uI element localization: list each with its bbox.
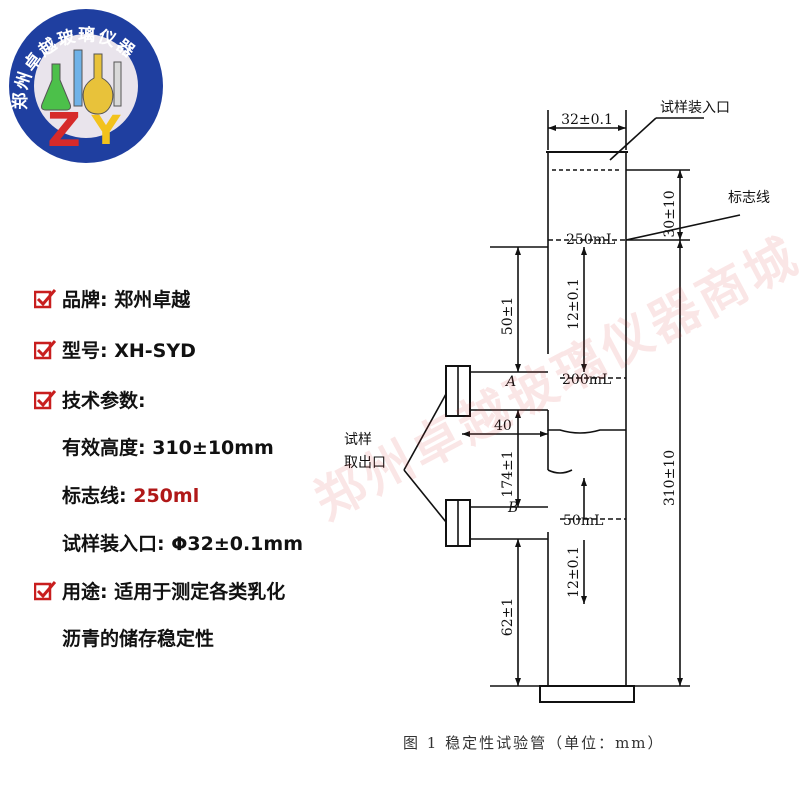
tube-outline	[547, 152, 627, 686]
label-volume-200: 200mL	[562, 372, 611, 388]
port-a	[470, 371, 626, 434]
spec-mark-line-label: 标志线:	[62, 485, 127, 507]
spec-usage-continued: 沥青的储存稳定性	[62, 628, 215, 650]
spec-inlet: 试样装入口: Φ32±0.1mm	[62, 532, 303, 556]
dim-total-height: 310±10	[662, 450, 678, 506]
spec-tech-title: 技术参数:	[62, 390, 146, 412]
spec-inlet-value: Φ32±0.1mm	[171, 533, 304, 555]
logo-z-letter: Z	[47, 103, 80, 157]
label-port-b: B	[507, 500, 518, 516]
spec-brand-label: 品牌:	[62, 289, 108, 311]
checkbox-icon	[34, 390, 56, 410]
spec-inlet-label: 试样装入口:	[62, 533, 165, 555]
spec-mark-line: 标志线: 250ml	[62, 484, 199, 508]
brand-logo: 郑州卓越玻璃仪器 Z Y	[9, 9, 163, 163]
label-volume-50: 50mL	[563, 513, 603, 529]
label-sample-inlet: 试样装入口	[660, 100, 730, 116]
spec-model-value: XH-SYD	[114, 340, 196, 362]
flask-icon	[41, 49, 122, 115]
label-outlet-line1: 试样	[344, 432, 372, 448]
figure-caption: 图 1 稳定性试验管（单位：mm）	[403, 734, 665, 752]
label-mark-line: 标志线	[728, 190, 770, 206]
checkbox-icon	[34, 289, 56, 309]
dim-lower-inner: 12±0.1	[566, 546, 582, 598]
dim-lower-port-height: 62±1	[500, 598, 516, 636]
spec-usage: 用途: 适用于测定各类乳化	[62, 580, 285, 604]
label-volume-250: 250mL	[566, 232, 615, 248]
label-port-a: A	[504, 374, 516, 390]
dim-top-to-mark: 30±10	[662, 190, 678, 237]
port-b	[470, 469, 573, 540]
spec-brand: 品牌: 郑州卓越	[62, 288, 190, 312]
spec-height-value: 310±10mm	[152, 437, 274, 459]
dim-upper-inner: 12±0.1	[566, 278, 582, 330]
spec-usage-label: 用途:	[62, 581, 108, 603]
dim-inlet-diameter: 32±0.1	[561, 112, 613, 128]
label-outlet-line2: 取出口	[344, 455, 386, 471]
spec-list: 品牌: 郑州卓越 型号: XH-SYD 技术参数: 有效高度: 310±10mm…	[34, 288, 303, 650]
logo-y-letter: Y	[91, 108, 122, 154]
checkbox-icon	[34, 581, 56, 601]
dim-port-spacing: 174±1	[500, 450, 516, 497]
spec-mark-line-value: 250ml	[133, 485, 200, 507]
checkbox-icon	[34, 340, 56, 360]
spec-model-label: 型号:	[62, 340, 108, 362]
dim-outlet-length: 40	[494, 418, 512, 434]
spec-height-label: 有效高度:	[62, 437, 146, 459]
spec-height: 有效高度: 310±10mm	[62, 436, 274, 460]
dim-upper-port-distance: 50±1	[500, 297, 516, 335]
spec-model: 型号: XH-SYD	[62, 339, 196, 363]
spec-brand-value: 郑州卓越	[114, 289, 191, 311]
spec-usage-value-1: 适用于测定各类乳化	[114, 581, 286, 603]
